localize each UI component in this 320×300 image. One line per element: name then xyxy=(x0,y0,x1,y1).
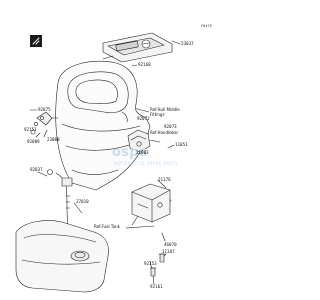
sensor-bracket-21176 xyxy=(131,183,171,223)
meter-assembly xyxy=(102,32,173,63)
part-label: 92153 xyxy=(144,261,157,266)
switch-assembly-21003 xyxy=(127,129,161,153)
part-label: 92037 xyxy=(30,167,43,172)
figure-code: F0475 xyxy=(201,24,212,28)
screw-92153 xyxy=(158,253,166,263)
part-label: 92161 xyxy=(150,284,163,289)
nut-92151 xyxy=(34,122,38,126)
kawasaki-logo-icon xyxy=(30,35,42,47)
ref-fuel-tank: Ref.Fuel Tank xyxy=(94,224,120,229)
nut-92009 xyxy=(30,129,36,135)
part-label: 92073 xyxy=(164,124,177,129)
watermark-subtitle: MOTORCYCLE SPARE PARTS xyxy=(114,161,178,166)
part-label: 92009 xyxy=(27,139,40,144)
part-label: 21176 xyxy=(158,177,171,182)
part-label: 92075 xyxy=(38,107,51,112)
dashboard-console xyxy=(55,60,151,191)
ref-hull-middle-fittings: Ref.Hull Middle Fittings xyxy=(150,107,180,117)
part-label: 92151 xyxy=(24,127,37,132)
bolt-92161 xyxy=(149,267,157,277)
ref-handlebar: Ref.Handlebar xyxy=(150,130,179,135)
part-label: 23008 xyxy=(47,137,60,142)
part-label: 23037 xyxy=(181,41,194,46)
fuel-tank xyxy=(15,220,109,293)
part-label: 11107 xyxy=(162,249,175,254)
watermark-brand: ospa xyxy=(112,145,148,160)
part-label: 92072 xyxy=(137,116,150,121)
part-label: 21003 xyxy=(136,150,149,155)
switch-23008 xyxy=(36,111,59,126)
part-label: 11051 xyxy=(175,142,188,147)
parts-diagram xyxy=(15,32,181,293)
part-label: 92160 xyxy=(138,62,151,67)
part-label: 27010 xyxy=(76,199,89,204)
part-label: 46070 xyxy=(164,242,177,247)
